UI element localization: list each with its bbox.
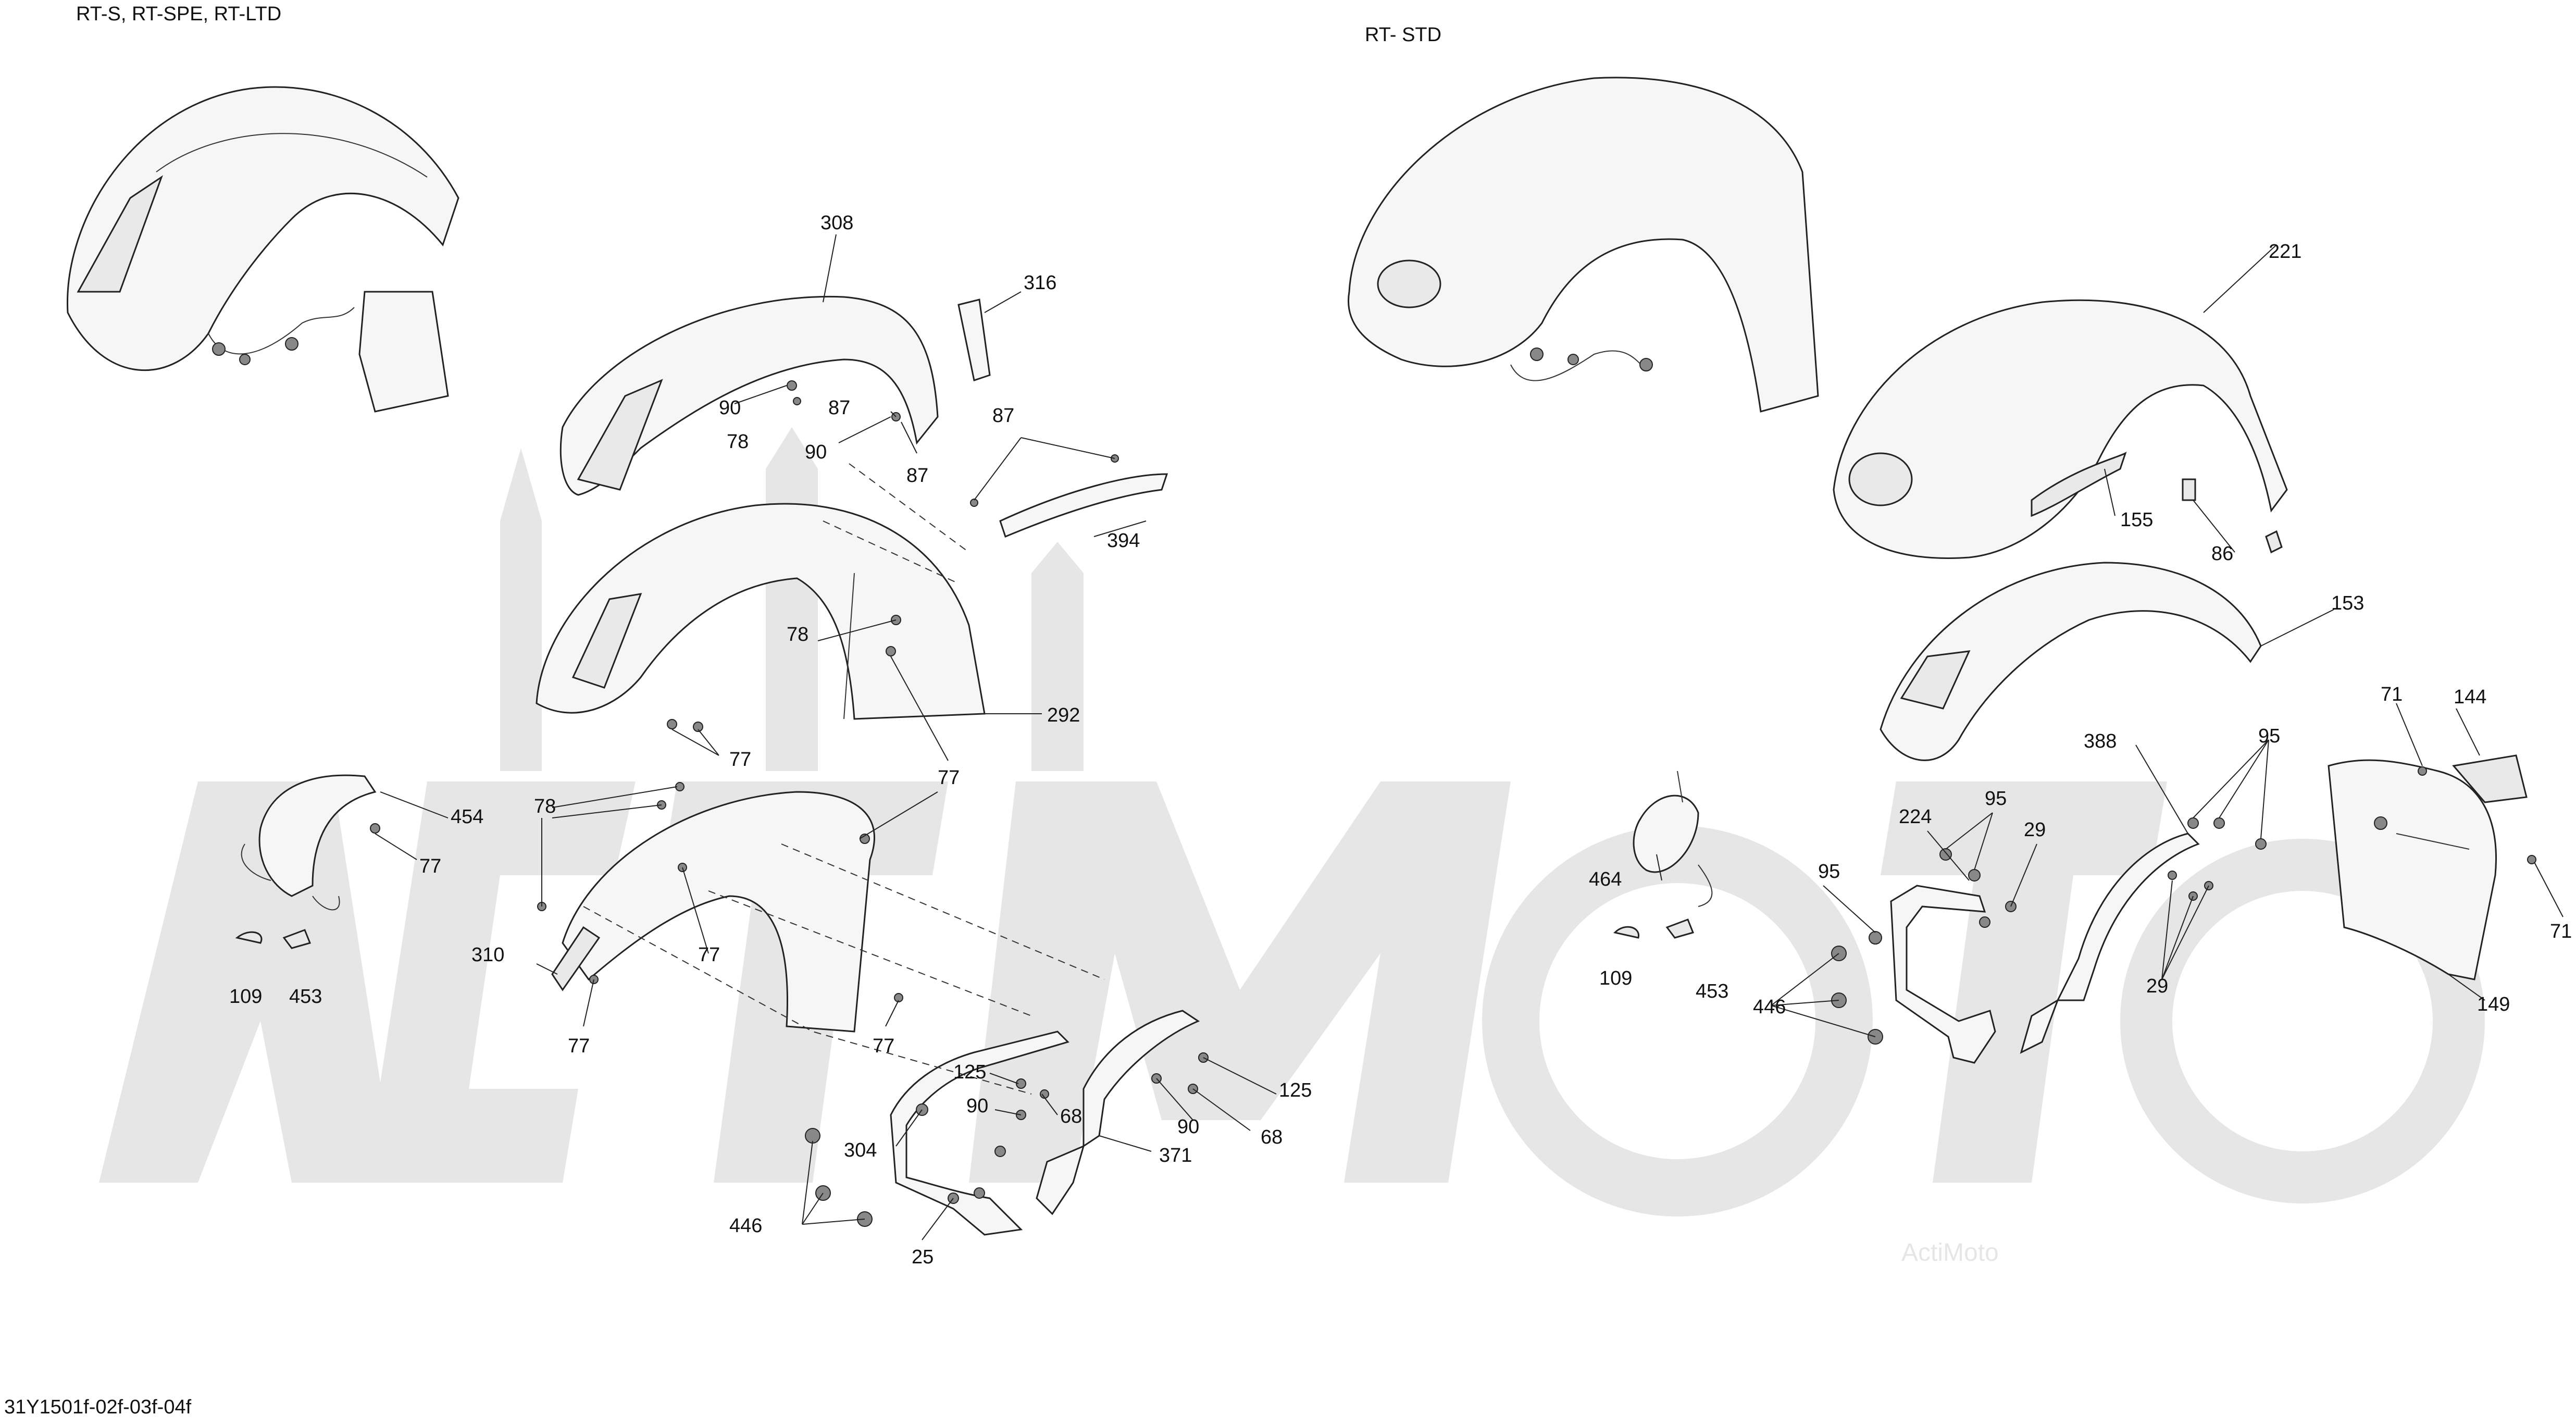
callout-86: 86	[2211, 543, 2233, 565]
callout-95: 95	[2258, 725, 2280, 747]
fender-assembly-std-overview	[1348, 77, 1819, 413]
callout-125: 125	[1279, 1079, 1312, 1101]
light-454	[241, 774, 377, 911]
small-hardware-right	[1831, 766, 2536, 1045]
callout-71: 71	[2381, 684, 2403, 705]
cover-149	[2328, 759, 2497, 980]
drawing-code: 31Y1501f-02f-03f-04f	[4, 1396, 192, 1418]
callout-68: 68	[1261, 1126, 1283, 1148]
callout-29: 29	[2146, 975, 2168, 997]
trim-316	[957, 299, 991, 381]
callout-90: 90	[1177, 1116, 1199, 1138]
callout-78: 78	[534, 796, 556, 817]
bracket-453-right	[1665, 918, 1695, 939]
callout-153: 153	[2331, 592, 2364, 614]
callout-446: 446	[729, 1215, 762, 1237]
support-224	[1890, 885, 1996, 1064]
callout-77: 77	[568, 1035, 590, 1057]
callout-78: 78	[787, 624, 808, 645]
callout-labels: 308 316 90 78 87 90 87 87 394 78 292 77 …	[229, 212, 2572, 1268]
callout-308: 308	[820, 212, 853, 234]
clip-86	[2182, 478, 2283, 554]
callout-109: 109	[229, 986, 262, 1008]
fender-221	[1833, 299, 2288, 559]
callout-68: 68	[1060, 1106, 1082, 1127]
callout-149: 149	[2477, 994, 2510, 1015]
callout-87: 87	[906, 465, 928, 487]
variant-header-right: RT- STD	[1365, 24, 1442, 46]
callout-144: 144	[2454, 686, 2486, 708]
callout-388: 388	[2084, 730, 2117, 752]
assembly-dash-lines-left	[583, 463, 1105, 1095]
callout-95: 95	[1985, 788, 2007, 810]
callout-77: 77	[729, 749, 751, 771]
fender-292	[536, 503, 986, 720]
leader-lines	[375, 234, 2563, 1240]
callout-453: 453	[1696, 980, 1728, 1002]
callout-77: 77	[419, 855, 441, 877]
fender-assembly-ltd-overview	[67, 86, 459, 413]
callout-125: 125	[953, 1061, 986, 1083]
callout-78: 78	[727, 431, 749, 453]
callout-90: 90	[719, 397, 741, 419]
trim-144	[2452, 754, 2528, 803]
callout-77: 77	[873, 1035, 894, 1057]
trim-155	[2031, 452, 2127, 517]
support-304	[890, 1030, 1069, 1236]
callout-464: 464	[1589, 868, 1622, 890]
callout-292: 292	[1047, 704, 1080, 726]
callout-446: 446	[1753, 996, 1786, 1018]
callout-394: 394	[1107, 530, 1140, 552]
callout-87: 87	[828, 397, 850, 419]
callout-310: 310	[471, 944, 504, 966]
callout-109: 109	[1599, 967, 1632, 989]
callout-221: 221	[2269, 241, 2301, 263]
callout-90: 90	[805, 441, 827, 463]
watermark-text: ActiMoto	[1901, 1239, 1999, 1266]
inner-fender-310	[551, 791, 875, 1033]
inner-fender-153	[1880, 562, 2262, 761]
callout-155: 155	[2120, 509, 2153, 531]
callout-90: 90	[966, 1095, 988, 1117]
speaker-464	[1633, 771, 1713, 907]
clip-109-right	[1613, 926, 1639, 939]
watermark-logo: ActiMoto	[99, 427, 2485, 1266]
callout-25: 25	[912, 1246, 934, 1268]
callout-304: 304	[844, 1139, 877, 1161]
trim-strip-394	[999, 473, 1168, 538]
support-371	[1036, 1010, 1200, 1215]
callout-371: 371	[1159, 1145, 1192, 1166]
variant-header-left: RT-S, RT-SPE, RT-LTD	[76, 3, 282, 25]
callout-87: 87	[992, 405, 1014, 427]
upper-fender-308	[559, 295, 939, 496]
callout-71: 71	[2550, 921, 2572, 942]
callout-29: 29	[2024, 819, 2046, 841]
support-388	[2020, 833, 2200, 1054]
callout-224: 224	[1899, 806, 1932, 828]
callout-77: 77	[698, 944, 720, 966]
callout-453: 453	[289, 986, 322, 1008]
callout-454: 454	[451, 806, 483, 828]
callout-316: 316	[1024, 272, 1056, 294]
clip-109-left	[235, 931, 263, 944]
callout-77: 77	[938, 767, 960, 789]
bracket-453-left	[282, 929, 312, 949]
callout-95: 95	[1818, 861, 1840, 883]
